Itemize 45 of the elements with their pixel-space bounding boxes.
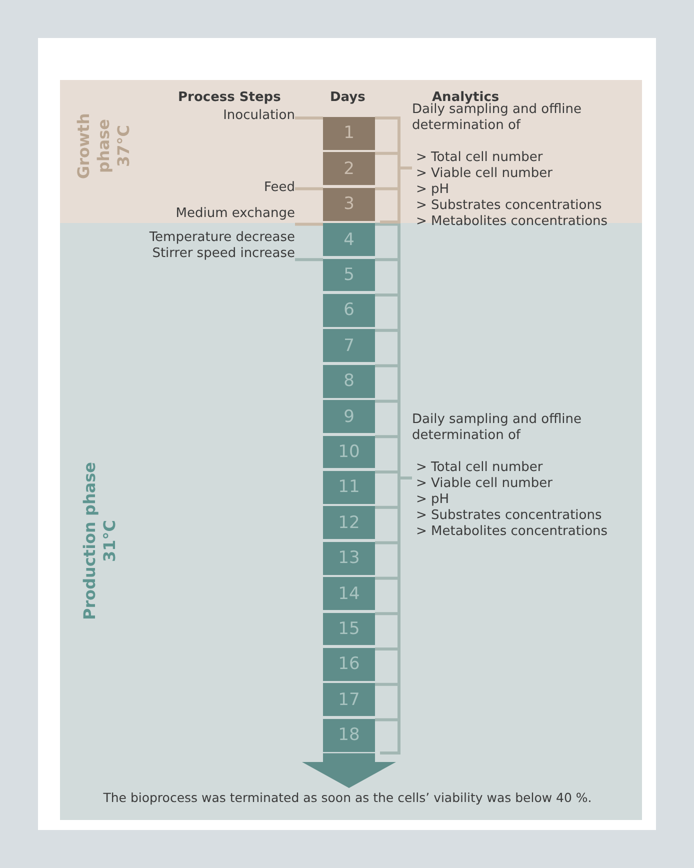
day-cell: 5 (323, 258, 375, 292)
day-cell: 9 (323, 400, 375, 434)
day-cell: 2 (323, 152, 375, 186)
connector-line (295, 258, 323, 262)
caption: The bioprocess was terminated as soon as the cells’ viability was below 40 %. (102, 791, 593, 805)
measurement-item: > Metabolites concentrations (415, 524, 609, 540)
day-cell: 12 (323, 506, 375, 540)
day-cell: 13 (323, 542, 375, 575)
process-step-label: Stirrer speed increase (152, 246, 295, 262)
day-cell: 7 (323, 329, 375, 362)
measurement-item: > pH (415, 492, 450, 508)
measurement-item: > Total cell number (415, 150, 544, 166)
day-cell: 4 (323, 223, 375, 256)
analytics-heading: Daily sampling and offline determination of (412, 412, 582, 444)
day-cell: 10 (323, 436, 375, 468)
day-cell: 17 (323, 683, 375, 716)
day-cell: 15 (323, 612, 375, 646)
measurement-item: > Substrates concentrations (415, 508, 603, 524)
connector-line (295, 187, 323, 190)
column-header: Days (330, 90, 366, 105)
day-cell: 11 (323, 471, 375, 504)
day-cell: 3 (323, 188, 375, 221)
phase-label: Growth phase 37°C (74, 112, 134, 181)
day-cell: 14 (323, 577, 375, 610)
process-step-label: Inoculation (140, 107, 295, 125)
measurement-item: > Viable cell number (415, 166, 554, 182)
day-cell: 1 (323, 117, 375, 150)
day-cell: 16 (323, 648, 375, 681)
measurement-item: > Substrates concentrations (415, 198, 603, 214)
process-step-label: Feed (140, 179, 295, 197)
measurement-item: > Metabolites concentrations (415, 214, 609, 230)
analytics-heading: Daily sampling and offline determination of (412, 102, 582, 134)
measurement-item: > Viable cell number (415, 476, 554, 492)
day-cell: 6 (323, 294, 375, 327)
column-header: Analytics (432, 90, 500, 105)
measurement-item: > pH (415, 182, 450, 198)
connector-line (295, 116, 323, 120)
measurement-item: > Total cell number (415, 460, 544, 476)
day-cell: 8 (323, 364, 375, 398)
process-step-label: Medium exchange (110, 205, 295, 222)
phase-label: Production phase 31°C (80, 460, 120, 622)
connector-line (295, 222, 323, 226)
process-step-label: Temperature decrease (149, 230, 295, 246)
day-cell: 18 (323, 718, 375, 752)
column-header: Process Steps (178, 90, 281, 105)
